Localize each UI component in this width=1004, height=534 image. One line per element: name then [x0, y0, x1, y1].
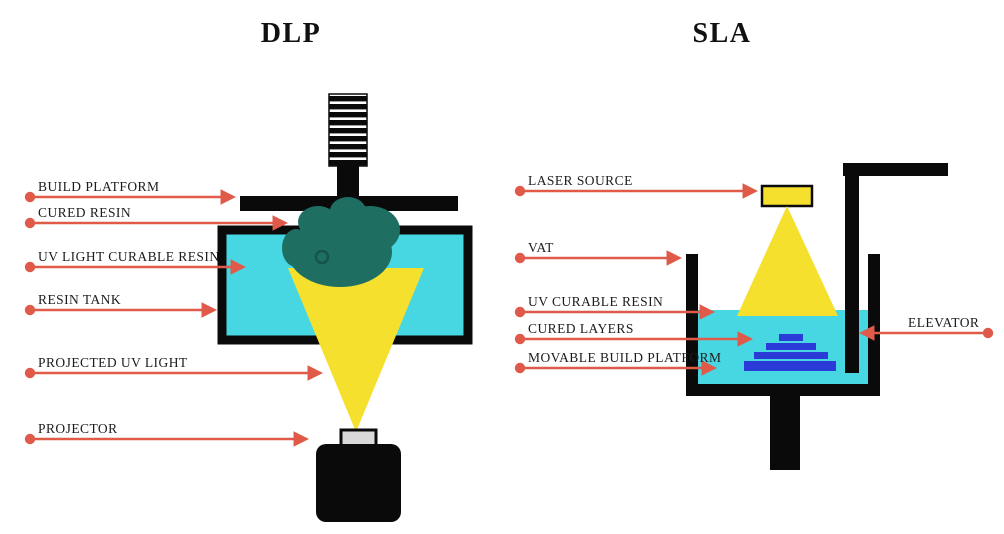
callout-label: UV CURABLE RESIN — [528, 294, 663, 309]
vat-walls — [686, 254, 880, 396]
callout-label: LASER SOURCE — [528, 173, 633, 188]
callout-projected-uv-light: PROJECTED UV LIGHT — [24, 355, 324, 381]
callout-label: BUILD PLATFORM — [38, 179, 159, 194]
callout-dot — [24, 191, 36, 203]
callout-dot — [24, 304, 36, 316]
callout-label: PROJECTED UV LIGHT — [38, 355, 188, 370]
projected-uv-light-cone — [288, 268, 424, 432]
sla-callouts: LASER SOURCE VAT UV CURABLE RESIN CURED … — [514, 173, 994, 376]
elevator-arm — [843, 163, 948, 373]
callout-cured-layers: CURED LAYERS — [514, 321, 754, 347]
sla-machine — [686, 163, 948, 470]
movable-build-platform-bar — [744, 361, 836, 371]
callout-dot — [24, 367, 36, 379]
callout-dot — [24, 261, 36, 273]
laser-beam-cone — [737, 206, 838, 316]
dlp-machine — [217, 93, 473, 522]
callout-elevator: ELEVATOR — [858, 315, 994, 341]
cured-resin-object — [282, 197, 400, 287]
callout-laser-source: LASER SOURCE — [514, 173, 759, 199]
callout-label: ELEVATOR — [908, 315, 979, 330]
callout-projector: PROJECTOR — [24, 421, 310, 447]
platform-rod — [337, 164, 359, 198]
callout-dot — [24, 433, 36, 445]
callout-build-platform: BUILD PLATFORM — [24, 179, 237, 205]
cured-layers — [744, 334, 836, 371]
callout-label: PROJECTOR — [38, 421, 118, 436]
callout-label: VAT — [528, 240, 554, 255]
callout-uv-light-curable-resin: UV LIGHT CURABLE RESIN — [24, 249, 247, 275]
callout-uv-curable-resin: UV CURABLE RESIN — [514, 294, 716, 320]
callout-label: UV LIGHT CURABLE RESIN — [38, 249, 220, 264]
callout-resin-tank: RESIN TANK — [24, 292, 218, 318]
callout-label: CURED LAYERS — [528, 321, 634, 336]
callout-label: MOVABLE BUILD PLATFORM — [528, 350, 721, 365]
dlp-callouts: BUILD PLATFORM CURED RESIN UV LIGHT CURA… — [24, 179, 324, 447]
threaded-screw — [328, 93, 368, 167]
callout-label: RESIN TANK — [38, 292, 121, 307]
sla-title: SLA — [693, 18, 752, 49]
platform-support-column — [770, 394, 800, 470]
projector-body — [316, 444, 401, 522]
callout-movable-build-platform: MOVABLE BUILD PLATFORM — [514, 350, 721, 376]
callout-vat: VAT — [514, 240, 683, 266]
dlp-title: DLP — [261, 18, 322, 49]
callout-label: CURED RESIN — [38, 205, 131, 220]
laser-source-box — [760, 184, 814, 208]
blob-swirl-detail — [314, 249, 330, 265]
callout-cured-resin: CURED RESIN — [24, 205, 289, 231]
callout-dot — [24, 217, 36, 229]
